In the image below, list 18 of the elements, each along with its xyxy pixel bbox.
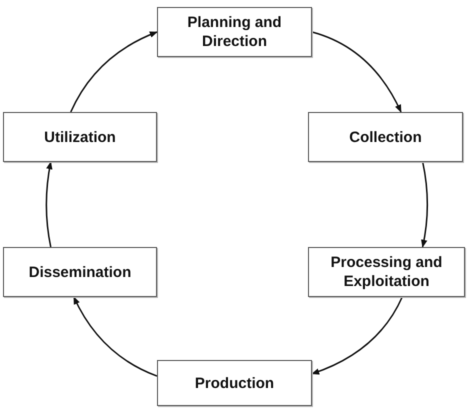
process-box [157, 360, 312, 406]
arrow [311, 296, 403, 374]
process-box [308, 112, 463, 162]
arrow [312, 31, 402, 113]
process-box [157, 7, 312, 57]
step-label: Planning and Direction [186, 13, 283, 51]
process-box [3, 112, 157, 162]
step-label: Dissemination [28, 262, 132, 282]
arrow [46, 161, 53, 248]
process-box [3, 247, 157, 297]
step-label: Production [194, 374, 274, 392]
arrow [73, 296, 158, 377]
arrow [70, 31, 158, 112]
process-box [308, 247, 465, 297]
step-label: Utilization [44, 128, 116, 146]
step-label: Processing and Exploitation [330, 253, 444, 291]
arrow [420, 162, 428, 248]
step-label: Collection [349, 128, 422, 146]
